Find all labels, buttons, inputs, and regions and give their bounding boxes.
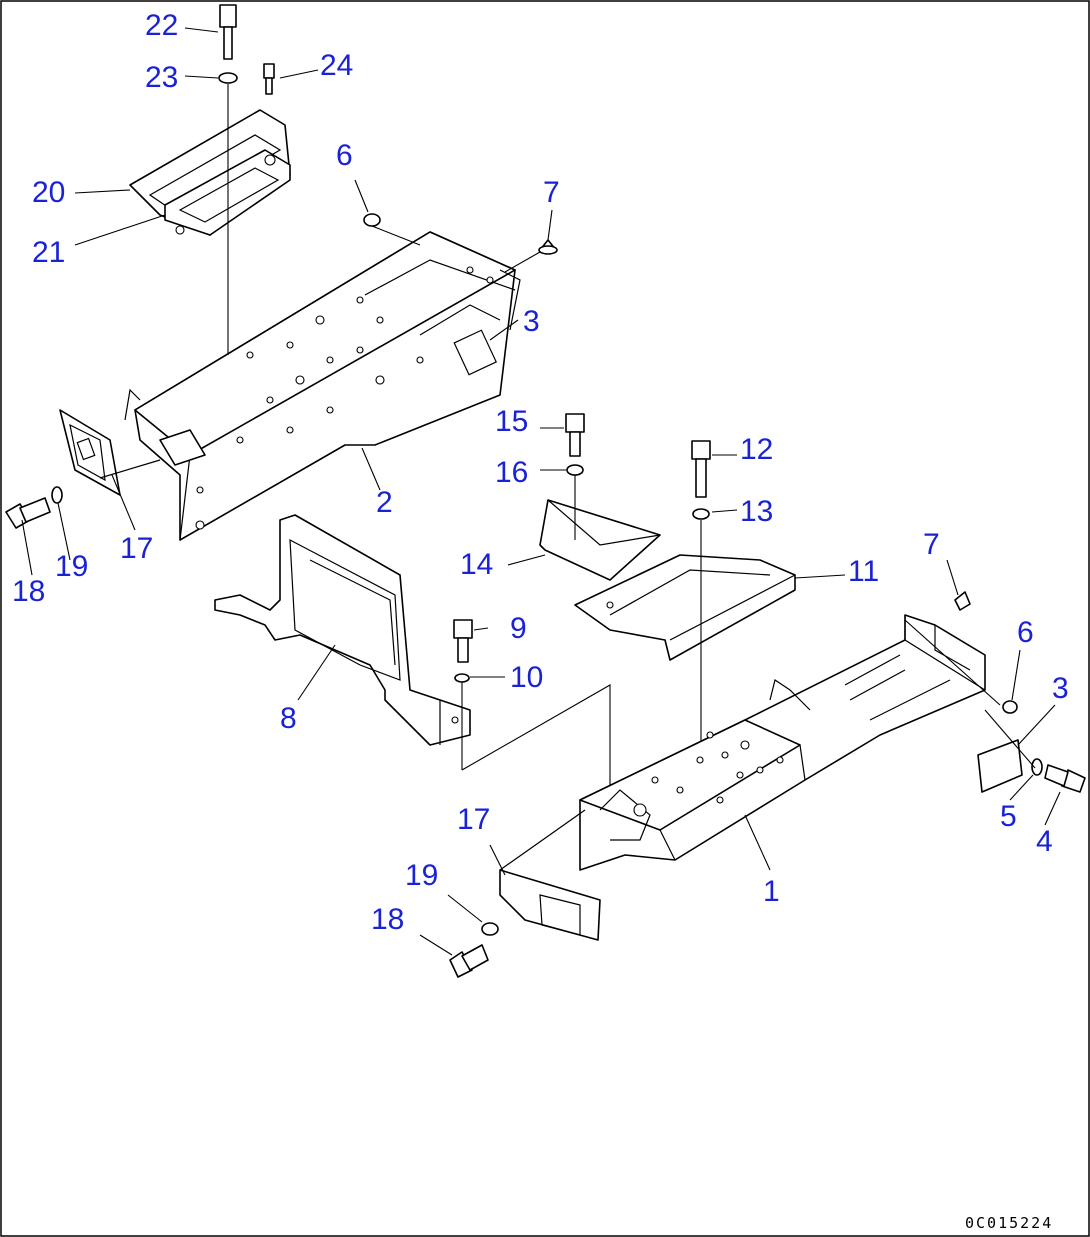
- callout-19-upper: 19: [55, 550, 88, 583]
- callout-18-lower: 18: [371, 903, 404, 936]
- figure-code: 0C015224: [965, 1214, 1053, 1232]
- bolt-22: [219, 4, 237, 60]
- middle-frame-part-8: [214, 514, 471, 746]
- callout-16: 16: [495, 456, 528, 489]
- bolt-12: [691, 440, 711, 498]
- callout-3-lower: 3: [1052, 672, 1069, 705]
- washer-13: [692, 508, 710, 520]
- cap-7-upper: [538, 239, 558, 255]
- callout-23: 23: [145, 61, 178, 94]
- plug-6-upper: [363, 213, 381, 227]
- callout-7-lower: 7: [923, 528, 940, 561]
- callout-8: 8: [280, 702, 297, 735]
- callout-22: 22: [145, 9, 178, 42]
- plate-14: [539, 499, 661, 581]
- top-plate-part-20-21: [129, 109, 291, 236]
- washer-23: [218, 72, 238, 84]
- callout-6-upper: 6: [336, 139, 353, 172]
- washer-16: [566, 464, 584, 476]
- bracket-17-lower: [499, 809, 601, 941]
- callout-labels: 22 23 24 20 21 6 7 3 2 17 19 18 15 16 14…: [12, 9, 1069, 936]
- bolt-18-lower: [449, 944, 489, 978]
- callout-17-lower: 17: [457, 803, 490, 836]
- callout-24: 24: [320, 49, 353, 82]
- bolt-15: [565, 413, 585, 457]
- washer-10: [454, 673, 470, 683]
- washer-19-upper: [51, 486, 63, 504]
- callout-19-lower: 19: [405, 859, 438, 892]
- callout-2: 2: [376, 486, 393, 519]
- callout-3-upper: 3: [523, 305, 540, 338]
- callout-17-upper: 17: [120, 532, 153, 565]
- callout-12: 12: [740, 433, 773, 466]
- callout-20: 20: [32, 176, 65, 209]
- plate-11: [574, 554, 796, 661]
- callout-7-upper: 7: [543, 176, 560, 209]
- callout-6-lower: 6: [1017, 616, 1034, 649]
- plug-6-lower: [1002, 700, 1018, 714]
- callout-14: 14: [460, 548, 493, 581]
- callout-21: 21: [32, 236, 65, 269]
- bolt-4: [1044, 764, 1086, 793]
- bolt-9: [453, 619, 473, 663]
- callout-10: 10: [510, 661, 543, 694]
- bolt-18-upper: [5, 497, 51, 529]
- fitting-24: [263, 63, 275, 95]
- washer-5: [1031, 758, 1043, 776]
- callout-5: 5: [1000, 800, 1017, 833]
- cap-7-lower: [954, 591, 971, 611]
- callout-4: 4: [1036, 825, 1053, 858]
- callout-1: 1: [763, 875, 780, 908]
- callout-13: 13: [740, 495, 773, 528]
- lower-frame-part-1: [579, 614, 986, 871]
- callout-11: 11: [848, 555, 879, 588]
- washer-19-lower: [481, 922, 499, 936]
- upper-frame-part-2: [124, 231, 521, 541]
- callout-9: 9: [510, 612, 527, 645]
- callout-15: 15: [495, 405, 528, 438]
- plate-3-lower: [977, 739, 1023, 793]
- leader-lines: [21, 27, 1061, 956]
- callout-18-upper: 18: [12, 575, 45, 608]
